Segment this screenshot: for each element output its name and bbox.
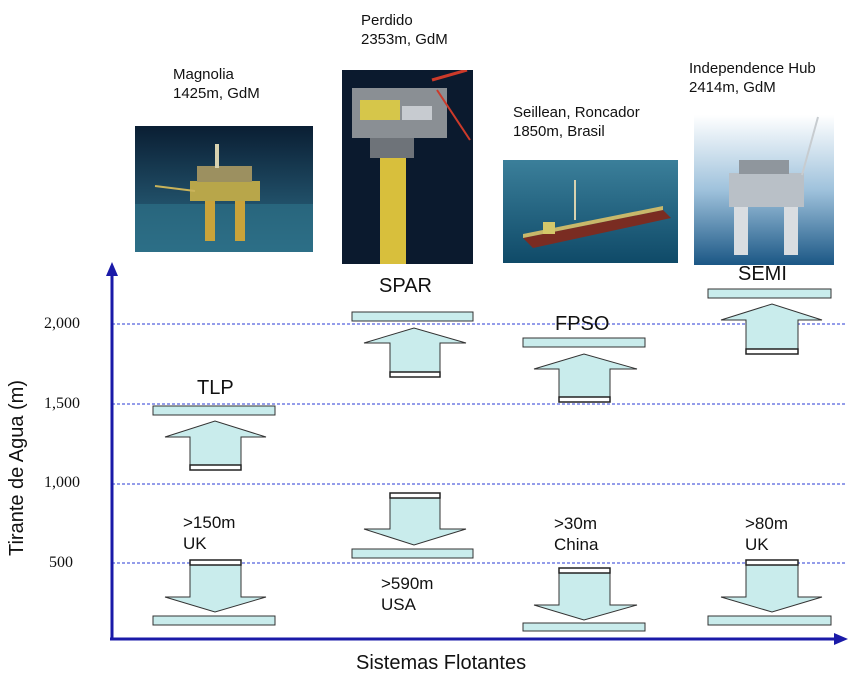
caption-detail: 2414m, GdM: [689, 79, 776, 96]
y-tick-1500: 1,500: [44, 395, 80, 412]
caption-magnolia: Magnolia 1425m, GdM: [173, 65, 260, 103]
type-label-semi: SEMI: [738, 263, 787, 285]
range-depth: >150m: [183, 513, 236, 532]
range-depth: >590m: [381, 574, 434, 593]
spar-arrow-base: [389, 371, 441, 378]
semi-lower-bar: [707, 615, 832, 626]
range-spar: >590m USA: [381, 573, 433, 615]
x-axis-arrowhead: [834, 633, 848, 645]
semi-down-arrow: [720, 560, 823, 613]
spar-up-arrow: [363, 327, 467, 378]
semi-arrow-base: [745, 348, 799, 355]
caption-detail: 2353m, GdM: [361, 31, 448, 48]
spar-down-arrow: [363, 493, 467, 546]
spar-lower-bar: [351, 548, 474, 559]
spar-down-arrow-base: [389, 492, 441, 499]
y-tick-500: 500: [49, 554, 73, 571]
spar-upper-bar: [351, 311, 474, 322]
range-place: USA: [381, 595, 416, 614]
tlp-up-arrow: [164, 420, 267, 470]
seillean-fpso-photo: [503, 160, 678, 263]
range-depth: >30m: [554, 514, 597, 533]
range-place: UK: [745, 535, 769, 554]
tlp-down-arrow: [164, 560, 267, 613]
y-axis-arrowhead: [106, 262, 118, 276]
caption-independence: Independence Hub 2414m, GdM: [689, 59, 816, 97]
tlp-arrow-base: [189, 464, 242, 471]
fpso-down-arrow: [533, 568, 638, 621]
fpso-upper-bar: [522, 337, 646, 348]
semi-upper-bar: [707, 288, 832, 299]
perdido-spar-photo: [342, 70, 473, 264]
tlp-down-arrow-base: [189, 559, 242, 566]
range-place: UK: [183, 534, 207, 553]
caption-seillean: Seillean, Roncador 1850m, Brasil: [513, 103, 640, 141]
range-fpso: >30m China: [554, 513, 598, 555]
fpso-down-arrow-base: [558, 567, 611, 574]
type-label-tlp: TLP: [197, 377, 234, 399]
y-axis-label: Tirante de Agua (m): [6, 379, 28, 556]
fpso-group: [522, 337, 646, 632]
x-axis-label: Sistemas Flotantes: [356, 652, 527, 674]
caption-detail: 1850m, Brasil: [513, 123, 605, 140]
fpso-up-arrow: [533, 353, 638, 403]
spar-group: [351, 311, 474, 559]
y-tick-1000: 1,000: [44, 474, 80, 491]
caption-name: Perdido: [361, 12, 413, 29]
magnolia-tlp-photo: [135, 126, 313, 252]
tlp-upper-bar: [152, 405, 276, 416]
range-depth: >80m: [745, 514, 788, 533]
fpso-arrow-base: [558, 396, 611, 403]
range-tlp: >150m UK: [183, 512, 235, 554]
caption-name: Seillean, Roncador: [513, 104, 640, 121]
caption-perdido: Perdido 2353m, GdM: [361, 11, 448, 49]
fpso-lower-bar: [522, 622, 646, 632]
tlp-lower-bar: [152, 615, 276, 626]
caption-name: Magnolia: [173, 66, 234, 83]
type-label-spar: SPAR: [379, 275, 432, 297]
independence-semi-photo: [694, 115, 834, 265]
semi-group: [707, 288, 832, 626]
tlp-group: [152, 405, 276, 626]
semi-down-arrow-base: [745, 559, 799, 566]
range-semi: >80m UK: [745, 513, 788, 555]
semi-up-arrow: [720, 303, 823, 355]
caption-detail: 1425m, GdM: [173, 85, 260, 102]
y-tick-2000: 2,000: [44, 315, 80, 332]
caption-name: Independence Hub: [689, 60, 816, 77]
type-label-fpso: FPSO: [555, 313, 610, 335]
range-place: China: [554, 535, 599, 554]
